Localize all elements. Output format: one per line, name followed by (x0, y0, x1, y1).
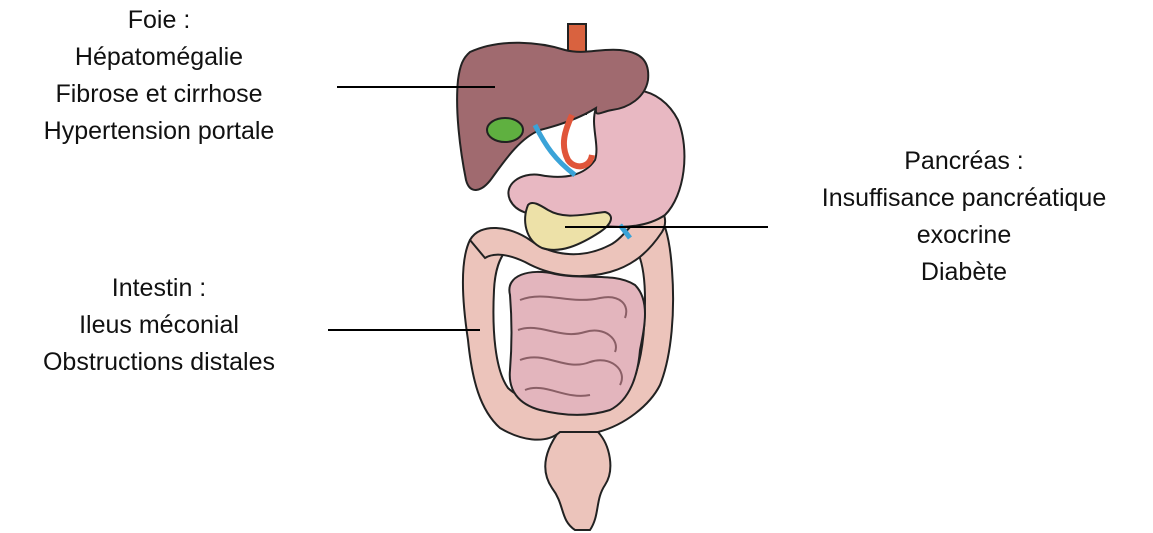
liver-label: Foie : Hépatomégalie Fibrose et cirrhose… (0, 2, 318, 150)
small-intestine (509, 272, 645, 415)
intestine-title: Intestin : (0, 270, 318, 307)
gallbladder (487, 118, 523, 142)
artery (564, 115, 592, 166)
liver-title: Foie : (0, 2, 318, 39)
intestine-line-1: Ileus méconial (0, 307, 318, 344)
liver-line-3: Hypertension portale (0, 113, 318, 150)
pancreas-label: Pancréas : Insuffisance pancréatique exo… (775, 143, 1153, 291)
pancreas-line-2: exocrine (775, 217, 1153, 254)
intestine-label: Intestin : Ileus méconial Obstructions d… (0, 270, 318, 381)
intestine-line-2: Obstructions distales (0, 344, 318, 381)
pancreas-line-3: Diabète (775, 254, 1153, 291)
pancreas-line-1: Insuffisance pancréatique (775, 180, 1153, 217)
liver-line-1: Hépatomégalie (0, 39, 318, 76)
rectum (545, 430, 610, 530)
liver-line-2: Fibrose et cirrhose (0, 76, 318, 113)
pancreas-title: Pancréas : (775, 143, 1153, 180)
